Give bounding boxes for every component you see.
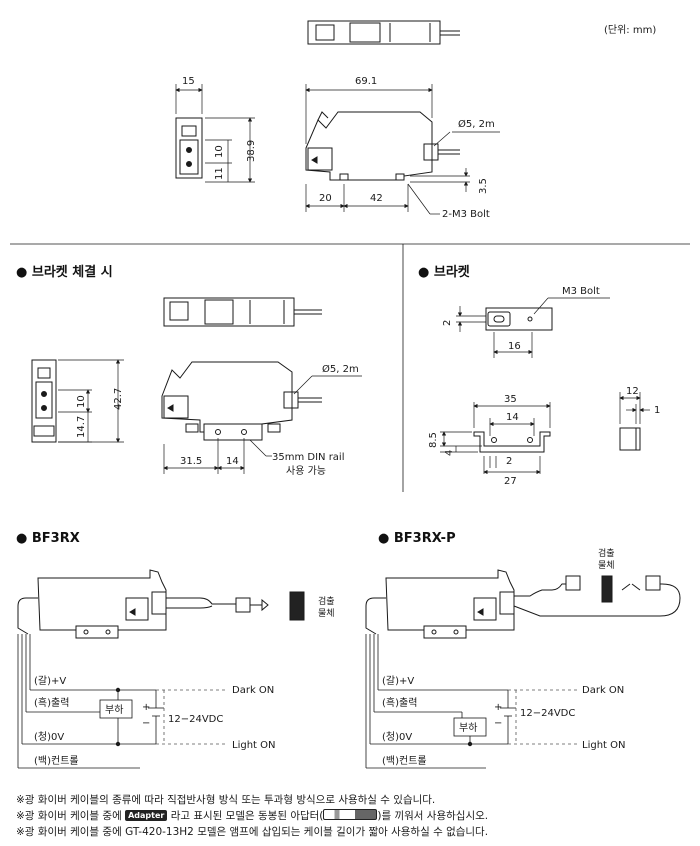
- bf3rx-light-on: Light ON: [232, 740, 276, 751]
- bf3rx-switch-lines: [156, 689, 228, 745]
- dim-14-mount: 14: [226, 456, 239, 467]
- top-plan-view: [307, 20, 460, 45]
- dim-10-mount: 10: [76, 395, 87, 408]
- dim-11: 11: [214, 167, 225, 180]
- bracket-mount-front-dims: [58, 359, 124, 443]
- bracket-front-dims: [440, 402, 551, 475]
- bracket-mount-side-dims: [163, 375, 362, 474]
- bf3rx-target-1: 검출: [318, 595, 335, 607]
- bf3rxp-load: 부하: [459, 721, 477, 734]
- dim-height-38-9: 38.9: [246, 140, 257, 162]
- dim-42: 42: [370, 193, 383, 204]
- dim-14-bracket: 14: [506, 412, 519, 423]
- dim-35: 35: [504, 394, 517, 405]
- side-view: [305, 111, 460, 181]
- bf3rxp-wire-0v: (청)0V: [382, 731, 412, 743]
- dim-1: 1: [654, 405, 660, 416]
- bf3rxp-switch-lines: [508, 689, 578, 745]
- bracket-mount-top-view: [163, 297, 322, 327]
- bf3rxp-dark-on: Dark ON: [582, 685, 624, 696]
- bf3rx-wire-ctrl: (백)컨트롤: [34, 755, 79, 767]
- note-2-part-a: ※광 화이버 케이블 중에: [16, 810, 122, 822]
- dim-27: 27: [504, 476, 517, 487]
- dim-20: 20: [319, 193, 332, 204]
- dim-14-7: 14.7: [76, 416, 87, 438]
- bf3rxp-title: ● BF3RX-P: [378, 531, 456, 546]
- bracket-mount-front-view: [31, 359, 57, 443]
- bf3rxp-wiring: [365, 634, 516, 769]
- bf3rxp-plus: +: [494, 702, 502, 713]
- bf3rxp-target-1: 검출: [598, 547, 615, 559]
- note-1: ※광 화이버 케이블의 종류에 따라 직접반사형 방식 또는 투과형 방식으로 …: [16, 794, 436, 806]
- bf3rx-load: 부하: [105, 703, 123, 716]
- dim-length-69-1: 69.1: [355, 76, 377, 87]
- bf3rxp-wire-out: (흑)출력: [382, 696, 417, 709]
- dim-31-5: 31.5: [180, 456, 202, 467]
- dim-16: 16: [508, 341, 521, 352]
- dim-2-top: 2: [442, 320, 453, 326]
- bf3rx-wire-out: (흑)출력: [34, 696, 69, 709]
- din-label-2: 사용 가능: [286, 465, 326, 477]
- note-2-part-b: 라고 표시된 모델은 동봉된 아답터(: [170, 810, 324, 822]
- cable-label: Ø5, 2m: [458, 118, 495, 130]
- dim-width-15: 15: [182, 76, 195, 87]
- bf3rx-target-2: 물체: [318, 608, 335, 619]
- dim-2-front: 2: [506, 456, 512, 467]
- dim-42-7: 42.7: [113, 388, 124, 410]
- din-label-1: 35mm DIN rail: [272, 452, 345, 463]
- mount-cable-label: Ø5, 2m: [322, 363, 359, 375]
- bracket-mount-side-view: [161, 361, 322, 441]
- note-2: ※광 화이버 케이블 중에 Adapter 라고 표시된 모델은 동봉된 아답터…: [16, 808, 488, 823]
- adapter-badge: Adapter: [125, 810, 168, 821]
- bf3rxp-target-2: 물체: [598, 560, 615, 571]
- bf3rxp-wire-ctrl: (백)컨트롤: [382, 755, 427, 767]
- bf3rxp-amplifier: [365, 569, 681, 639]
- bracket-mount-title: ● 브라켓 체결 시: [16, 264, 113, 280]
- bf3rx-wiring: [17, 634, 164, 769]
- bf3rx-supply: 12−24VDC: [168, 714, 223, 725]
- dim-4: 4: [444, 450, 455, 456]
- bracket-title: ● 브라켓: [418, 264, 470, 280]
- bf3rxp-wire-plus: (갈)+V: [382, 674, 414, 687]
- bf3rx-wire-plus: (갈)+V: [34, 674, 66, 687]
- unit-label: (단위: mm): [604, 23, 656, 36]
- note-2-part-c: )를 끼워서 사용하십시오.: [377, 810, 489, 822]
- bf3rx-amplifier: [17, 569, 305, 639]
- front-view: [175, 117, 203, 179]
- adapter-icon: [323, 809, 378, 820]
- dim-8-5: 8.5: [428, 432, 439, 448]
- bf3rx-wire-0v: (청)0V: [34, 731, 64, 743]
- bf3rx-title: ● BF3RX: [16, 531, 80, 546]
- bracket-front-view: [473, 431, 551, 453]
- bracket-top-dims: [456, 297, 610, 358]
- dim-3-5: 3.5: [478, 178, 489, 194]
- bracket-bolt-label: M3 Bolt: [562, 286, 600, 297]
- dim-12: 12: [626, 386, 639, 397]
- bolt-label: 2-M3 Bolt: [442, 209, 490, 220]
- side-view-dims: [305, 84, 500, 215]
- bracket-side-dims: [619, 392, 650, 424]
- bf3rxp-light-on: Light ON: [582, 740, 626, 751]
- bracket-top-view: [485, 307, 553, 331]
- bf3rx-dark-on: Dark ON: [232, 685, 274, 696]
- dim-10: 10: [214, 145, 225, 158]
- bf3rx-plus: +: [142, 702, 150, 713]
- note-3: ※광 화이버 케이블 중에 GT-420-13H2 모델은 앰프에 삽입되는 케…: [16, 826, 489, 838]
- bf3rx-minus: −: [142, 718, 150, 729]
- bracket-side-view: [619, 427, 641, 451]
- front-view-dims: [175, 84, 255, 183]
- bf3rxp-minus: −: [494, 718, 502, 729]
- bf3rxp-supply: 12−24VDC: [520, 708, 575, 719]
